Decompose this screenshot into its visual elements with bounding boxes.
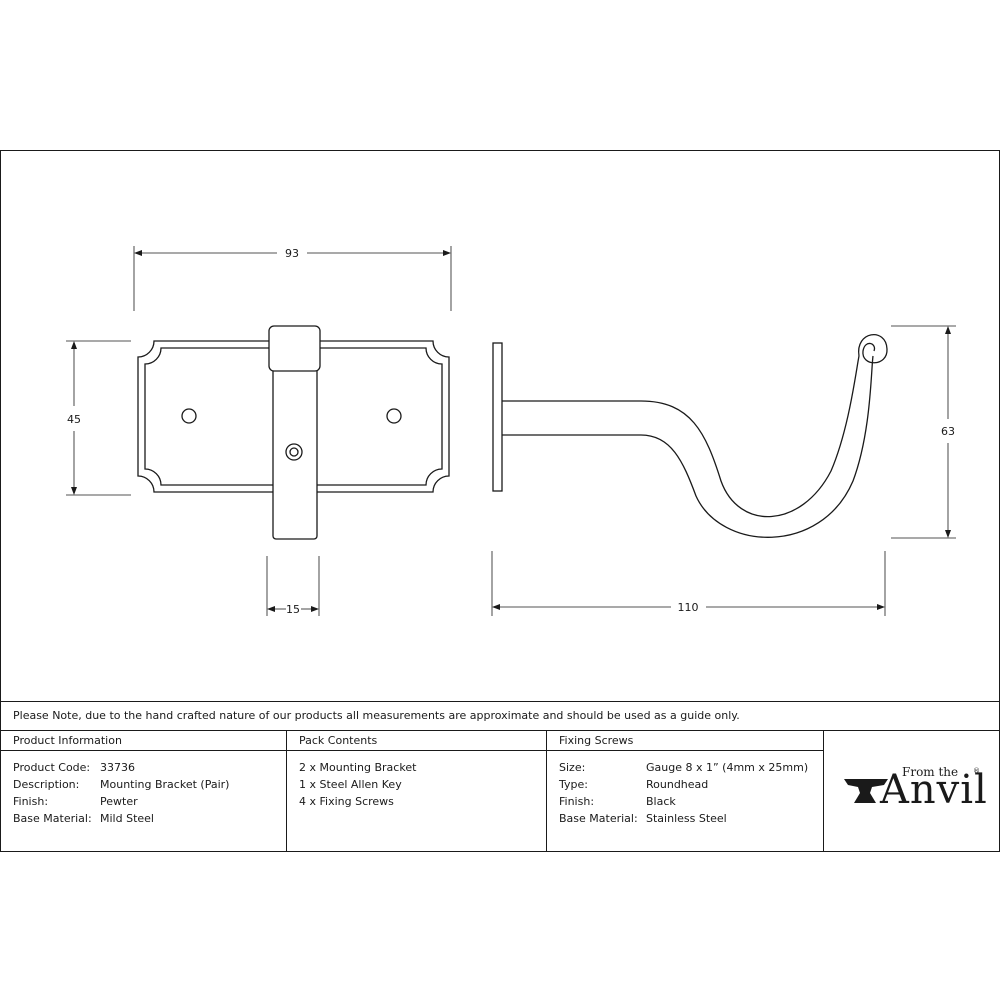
- product-info-row: Description: Mounting Bracket (Pair): [1, 776, 286, 793]
- dimension-clip-width: 15: [286, 603, 300, 616]
- clip-head: [268, 325, 321, 372]
- row-key: Type:: [559, 778, 588, 791]
- screw-hole-right: [386, 408, 402, 424]
- fixing-screws-heading: Fixing Screws: [547, 731, 823, 751]
- dimension-projection: 110: [678, 601, 699, 614]
- row-key: Finish:: [559, 795, 595, 808]
- product-info-row: Product Code: 33736: [1, 759, 286, 776]
- side-plate: [492, 342, 503, 492]
- clip-shank: [272, 360, 318, 540]
- row-value: Mild Steel: [100, 812, 154, 825]
- logo-registered-mark: ®: [973, 767, 980, 775]
- hook-arm-lower: [502, 355, 874, 538]
- row-value: Pewter: [100, 795, 138, 808]
- row-key: Base Material:: [559, 812, 638, 825]
- pack-item-label: 4 x Fixing Screws: [299, 795, 394, 808]
- row-value: Mounting Bracket (Pair): [100, 778, 230, 791]
- dimension-hook-height: 63: [941, 425, 955, 438]
- product-information-column: Product Information Product Code: 33736 D…: [1, 731, 287, 851]
- row-key: Size:: [559, 761, 586, 774]
- row-value: 33736: [100, 761, 135, 774]
- pack-item-label: 1 x Steel Allen Key: [299, 778, 402, 791]
- pack-item: 1 x Steel Allen Key: [287, 776, 546, 793]
- anvil-logo: From the Anvil ®: [824, 731, 999, 851]
- row-key: Base Material:: [13, 812, 92, 825]
- technical-drawing: 93 45 15 110 63: [66, 246, 956, 616]
- fixing-screws-column: Fixing Screws Size: Gauge 8 x 1” (4mm x 2…: [547, 731, 824, 851]
- dimension-plate-height: 45: [67, 413, 81, 426]
- hook-scroll: [858, 333, 888, 364]
- fixing-screw-row: Size: Gauge 8 x 1” (4mm x 25mm): [547, 759, 823, 776]
- pack-item: 2 x Mounting Bracket: [287, 759, 546, 776]
- screw-hole-left: [181, 408, 197, 424]
- measurement-note: Please Note, due to the hand crafted nat…: [1, 701, 999, 731]
- row-key: Product Code:: [13, 761, 91, 774]
- row-value: Gauge 8 x 1” (4mm x 25mm): [646, 761, 809, 774]
- logo-wordmark: Anvil: [880, 767, 988, 813]
- info-table: Product Information Product Code: 33736 D…: [1, 731, 999, 851]
- pack-contents-heading: Pack Contents: [287, 731, 546, 751]
- pack-item: 4 x Fixing Screws: [287, 793, 546, 810]
- row-value: Roundhead: [646, 778, 709, 791]
- fixing-screw-row: Base Material: Stainless Steel: [547, 810, 823, 827]
- dimension-plate-width: 93: [285, 247, 299, 260]
- product-info-row: Finish: Pewter: [1, 793, 286, 810]
- pack-item-label: 2 x Mounting Bracket: [299, 761, 417, 774]
- anvil-icon: [844, 779, 888, 803]
- drawing-sheet: 93 45 15 110 63 Please Note, due to the …: [0, 150, 1000, 852]
- plate-inner: [144, 347, 443, 486]
- product-information-heading: Product Information: [1, 731, 286, 751]
- row-key: Description:: [13, 778, 80, 791]
- row-value: Black: [646, 795, 676, 808]
- pack-contents-column: Pack Contents 2 x Mounting Bracket 1 x S…: [287, 731, 547, 851]
- grub-screw-inner: [289, 447, 299, 457]
- row-key: Finish:: [13, 795, 49, 808]
- product-info-row: Base Material: Mild Steel: [1, 810, 286, 827]
- grub-screw-outer: [285, 443, 303, 461]
- hook-arm: [502, 355, 860, 518]
- fixing-screw-row: Type: Roundhead: [547, 776, 823, 793]
- plate-outer: [137, 340, 450, 493]
- logo-tagline: From the: [902, 765, 959, 779]
- fixing-screw-row: Finish: Black: [547, 793, 823, 810]
- row-value: Stainless Steel: [646, 812, 727, 825]
